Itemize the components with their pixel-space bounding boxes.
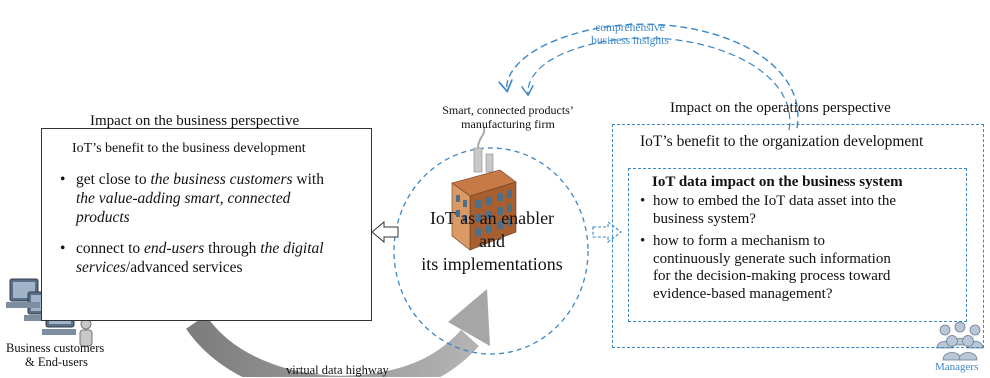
business-perspective-title: Impact on the business perspective [90,113,300,129]
business-bullet-1: • get close to the business customers wi… [60,171,324,226]
iot-enabler-ellipse [393,147,589,355]
operations-outer-box [612,124,984,348]
business-bullet-2: • connect to end-users through the digit… [60,240,324,276]
business-perspective-box [41,128,372,321]
business-customers-label: Business customers & End-users [6,341,105,369]
factory-icon [451,126,517,251]
data-highway-arc [186,314,479,377]
bullet-mark: • [60,240,66,257]
bullet-mark: • [640,193,646,209]
hollow-arrow-left [371,220,399,244]
factory-caption: Smart, connected products’ manufacturing… [442,103,574,131]
operations-inner-box [628,168,967,322]
iot-data-impact-heading: IoT data impact on the business system [652,174,903,190]
operations-perspective-title: Impact on the operations perspective [670,100,891,116]
operations-bullet-1: • how to embed the IoT data asset into t… [640,193,896,227]
managers-label: Managers [935,361,979,373]
operations-bullet-2: • how to form a mechanism to continuousl… [640,233,891,302]
business-benefit-subtitle: IoT’s benefit to the business developmen… [72,141,306,156]
data-highway-label: virtual data highway [286,363,389,377]
managers-icon [936,321,984,361]
bullet-mark: • [60,171,66,188]
iot-enabler-text: IoT as an enabler and its implementation… [421,208,563,274]
insights-curve-outer [507,23,799,129]
bullet-mark: • [640,233,646,249]
data-highway-arrowhead [448,289,490,346]
insights-curve-inner [528,37,791,131]
business-insights-label: comprehensive business insights [591,22,669,47]
dashed-arrow-right [592,220,622,244]
organization-benefit-subtitle: IoT’s benefit to the organization develo… [640,133,924,150]
